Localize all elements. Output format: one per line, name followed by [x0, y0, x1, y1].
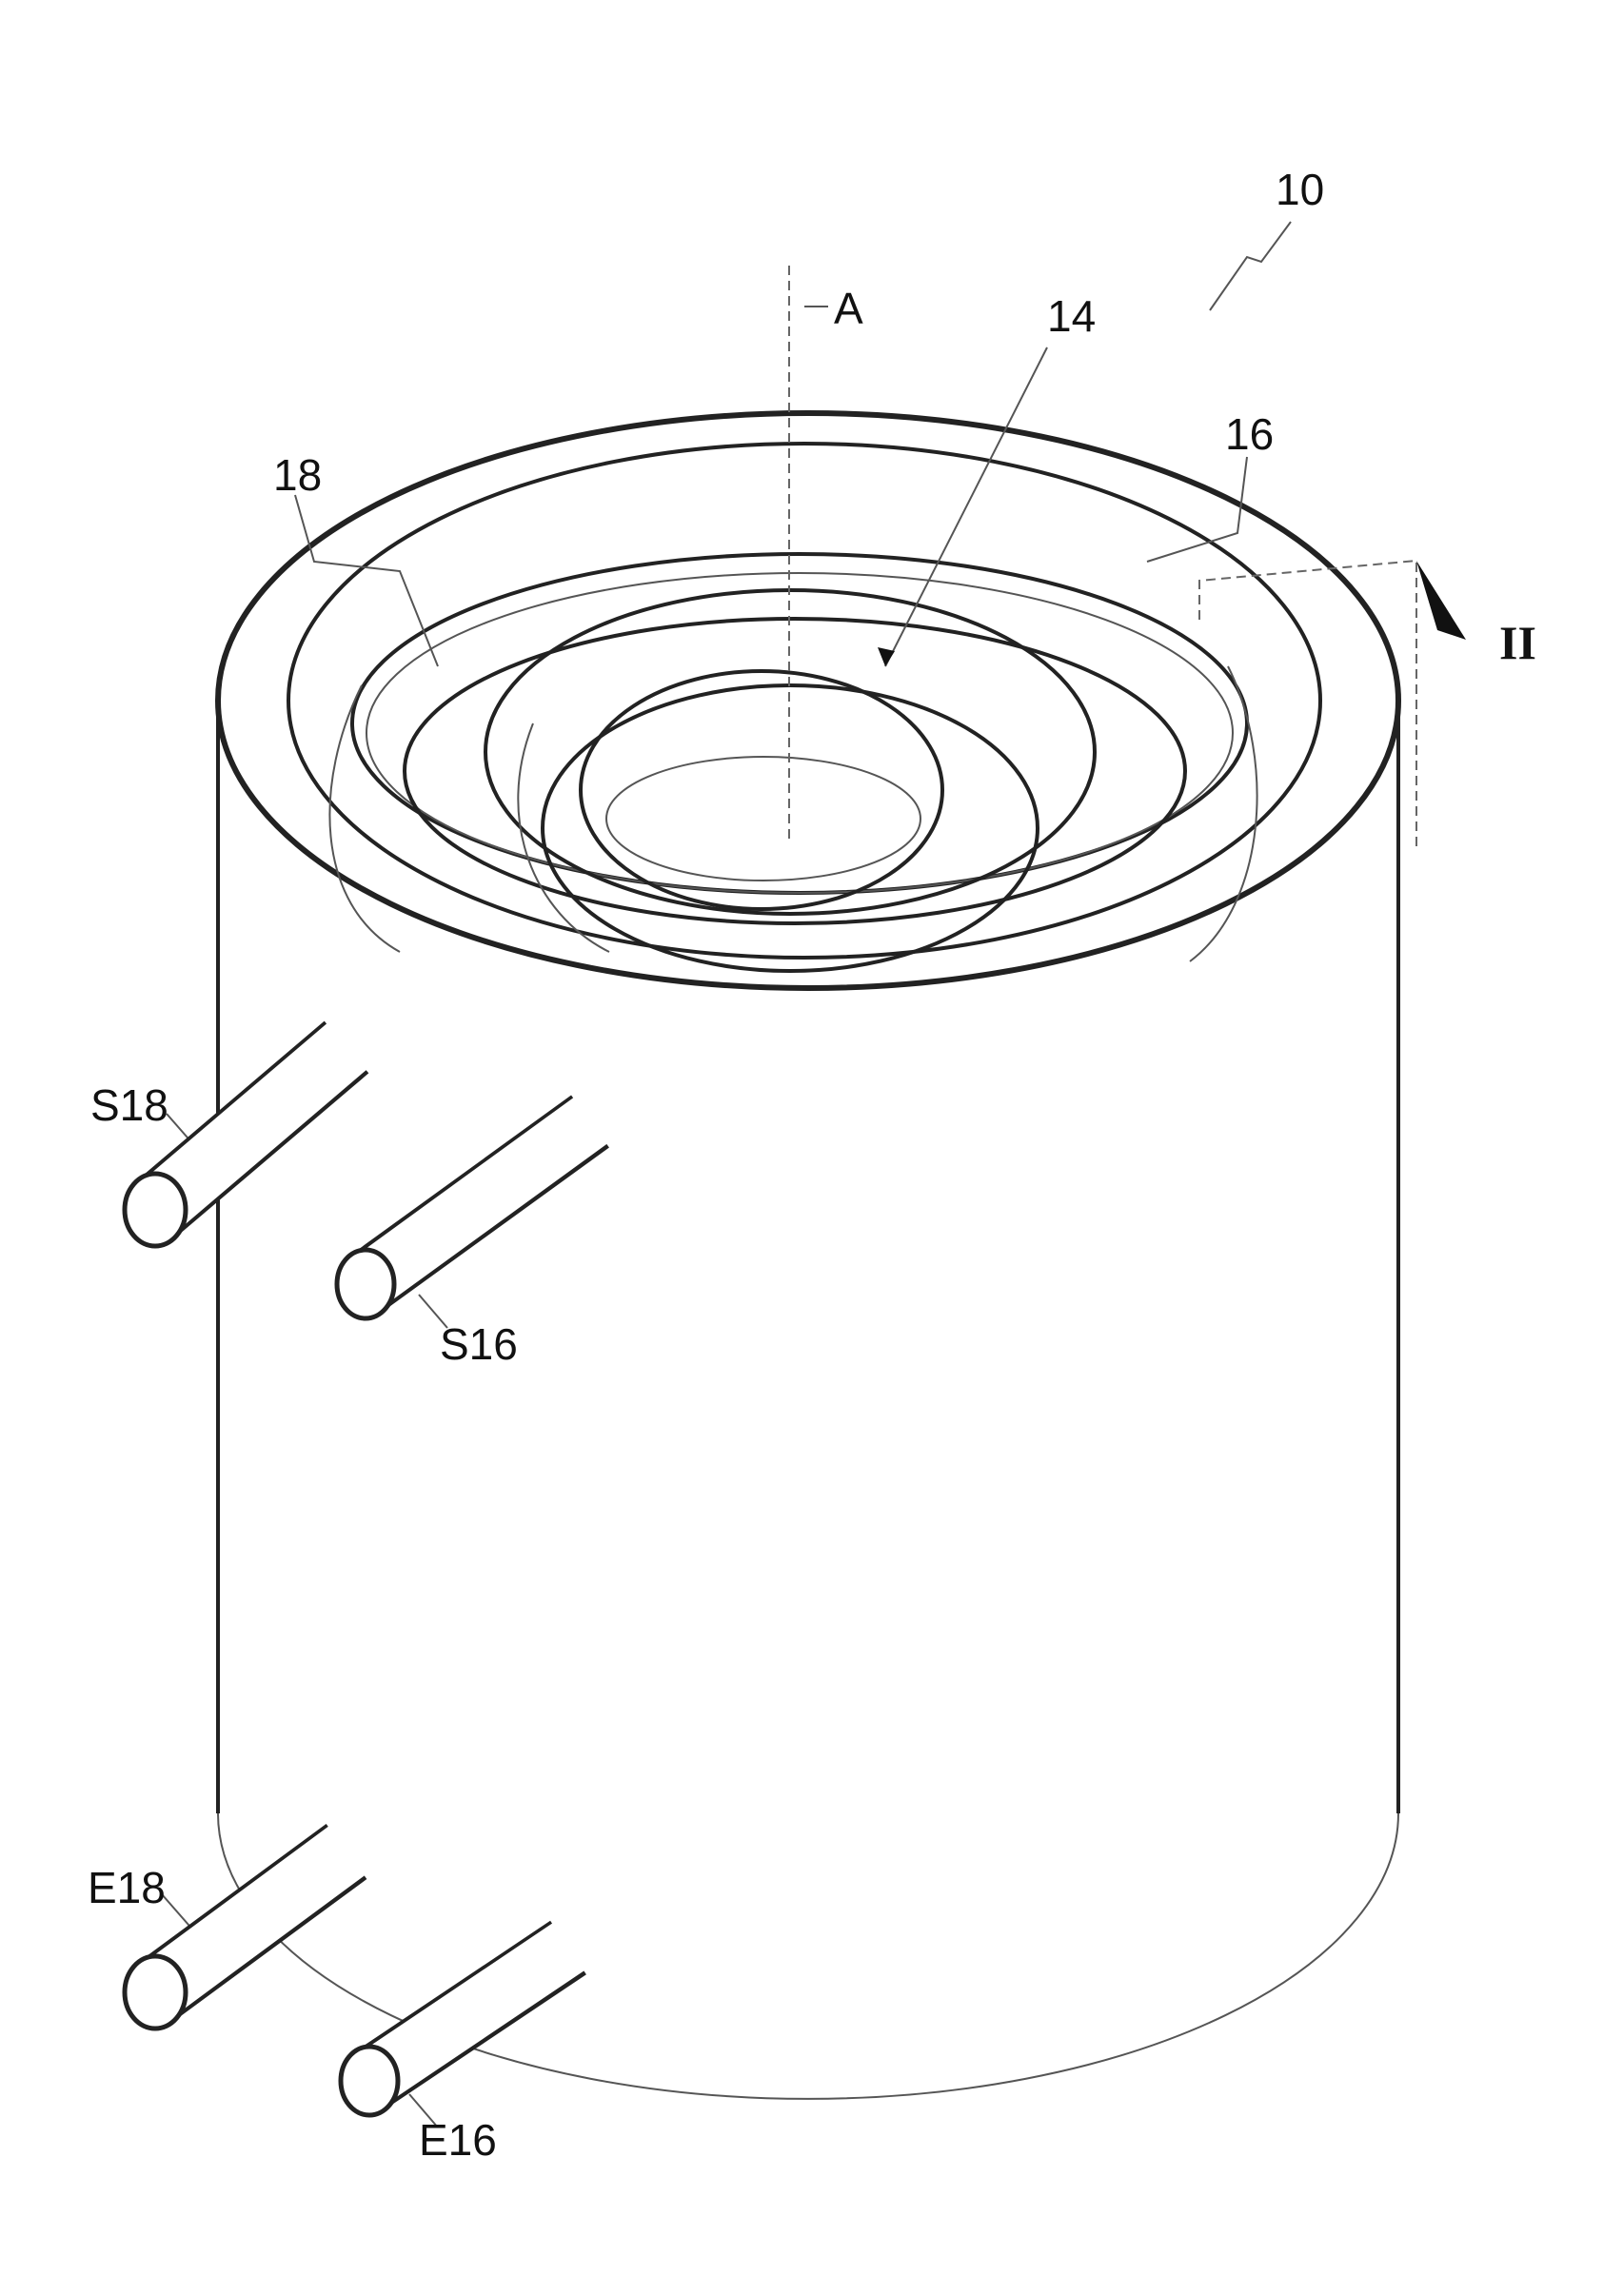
leader-lines: [161, 221, 1292, 2128]
label-outlet-18: S18: [90, 1080, 168, 1130]
label-inlet-18: E18: [88, 1863, 166, 1912]
label-section: II: [1499, 616, 1536, 669]
pipe-s18: [122, 1020, 369, 1249]
pipe-s16: [334, 1095, 609, 1321]
section-line: [1198, 559, 1466, 848]
label-channel-16: 16: [1225, 409, 1274, 459]
cylinder-body: [216, 701, 1400, 2100]
label-core: 14: [1047, 291, 1096, 341]
label-channel-18: 18: [273, 450, 322, 500]
label-device: 10: [1276, 165, 1324, 214]
label-axis: A: [834, 284, 863, 333]
pipe-e16: [338, 1920, 586, 2118]
label-inlet-16: E16: [419, 2115, 497, 2165]
top-rings: [215, 410, 1401, 991]
pipe-e18: [122, 1824, 367, 2031]
label-outlet-16: S16: [440, 1319, 518, 1369]
